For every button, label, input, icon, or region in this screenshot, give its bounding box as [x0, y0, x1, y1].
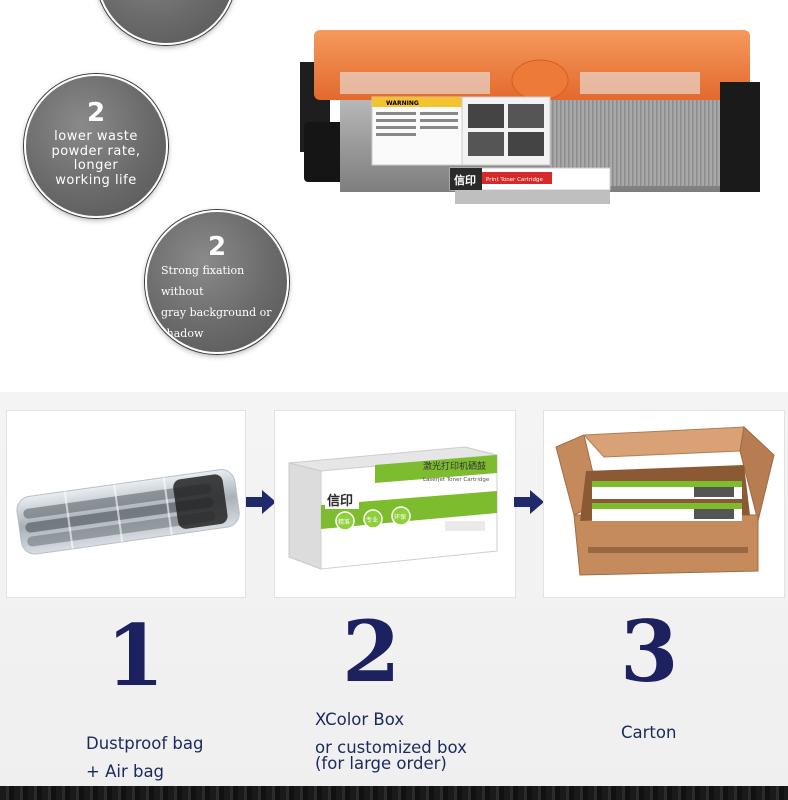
- warning-label: [371, 96, 463, 166]
- warning-text: WARNING: [386, 100, 419, 107]
- packaging-section: 信印 激光打印机硒鼓 Laserjet Toner Cartridge 精准 专…: [0, 392, 788, 800]
- feature-text: lower waste powder rate, longer working …: [51, 129, 141, 188]
- brand-logo-text: 信印: [454, 173, 476, 187]
- feature-circle-strong-fixation: 2 Strong fixation without gray backgroun…: [145, 210, 289, 354]
- step-number-3: 3: [620, 602, 679, 701]
- color-box-image: 信印 激光打印机硒鼓 Laserjet Toner Cartridge 精准 专…: [288, 446, 498, 570]
- step-caption-3: Carton: [621, 723, 677, 742]
- panel-air-bag: [6, 410, 246, 598]
- panel-carton: [543, 410, 785, 598]
- band-text: Print Toner Cartridge: [486, 177, 543, 183]
- feature-circle-top: [96, 0, 236, 45]
- bottom-strip: [0, 786, 788, 800]
- box-english-title: Laserjet Toner Cartridge: [423, 477, 490, 483]
- box-badge: 精准: [338, 518, 350, 526]
- carton-image: [555, 425, 775, 576]
- box-brand-text: 信印: [327, 493, 353, 509]
- panel-color-box: 信印 激光打印机硒鼓 Laserjet Toner Cartridge 精准 专…: [274, 410, 516, 598]
- arrow-right-icon: [514, 490, 544, 514]
- brand-logo-box: [450, 168, 482, 190]
- step-caption-2: XColor Box or customized box (for large …: [315, 710, 467, 773]
- box-chinese-title: 激光打印机硒鼓: [423, 460, 486, 472]
- arrow-right-icon: [246, 490, 276, 514]
- step-number-1: 1: [106, 606, 165, 705]
- toner-cartridge-image: WARNING 信印 Print Toner Cartridge: [300, 30, 760, 204]
- feature-circle-low-waste: 2 lower waste powder rate, longer workin…: [24, 74, 168, 218]
- feature-number: 2: [86, 98, 106, 128]
- step-number-2: 2: [342, 602, 401, 701]
- air-bag-image: [16, 469, 240, 555]
- box-badge: 环保: [394, 513, 406, 521]
- box-badge: 专业: [366, 516, 378, 524]
- step-caption-1: Dustproof bag + Air bag: [86, 734, 204, 781]
- feature-number: 2: [207, 232, 227, 262]
- feature-text: Strong fixation without gray background …: [161, 264, 272, 340]
